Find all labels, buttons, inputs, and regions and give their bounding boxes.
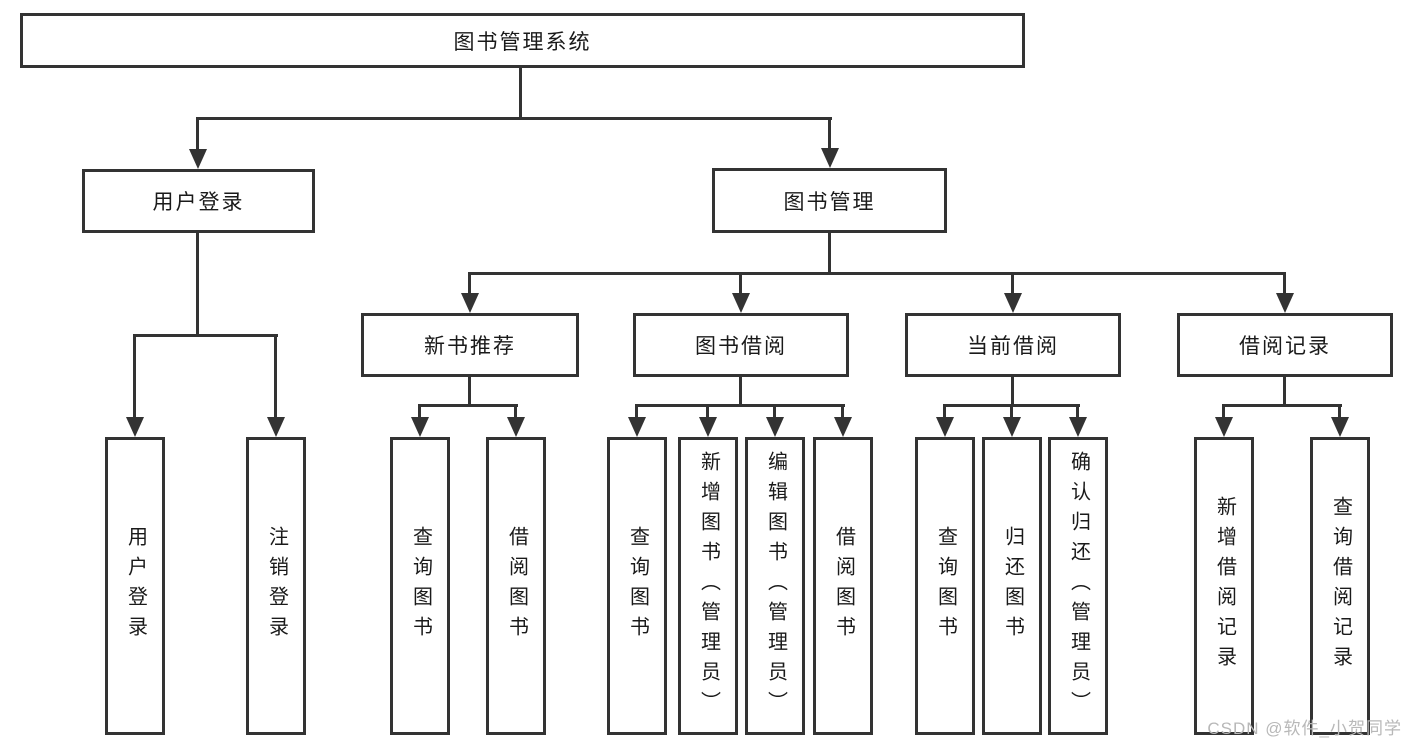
connector-recommend-drop2 — [514, 404, 517, 419]
node-current-borrowing: 当前借阅 — [905, 313, 1121, 377]
connector-records-stem — [1283, 377, 1286, 406]
arrowhead-current-borrowing — [1004, 293, 1022, 313]
connector-current-drop1 — [943, 404, 946, 419]
connector-l3-drop4 — [1283, 272, 1286, 295]
arrowhead-confirm-return-admin — [1069, 417, 1087, 437]
arrowhead-borrow-books-recommend — [507, 417, 525, 437]
connector-l2-drop-left — [196, 117, 199, 151]
connector-recommend-drop1 — [418, 404, 421, 419]
leaf-confirm-return-admin: 确认归还（管理员） — [1048, 437, 1108, 735]
arrowhead-book-borrowing — [732, 293, 750, 313]
connector-recommend-bar — [418, 404, 518, 407]
leaf-query-books-borrowing: 查询图书 — [607, 437, 667, 735]
leaf-add-books-admin: 新增图书（管理员） — [678, 437, 738, 735]
arrowhead-borrow-books — [834, 417, 852, 437]
arrowhead-leaf-user-login — [126, 417, 144, 437]
connector-records-drop1 — [1222, 404, 1225, 419]
leaf-add-borrow-record: 新增借阅记录 — [1194, 437, 1254, 735]
connector-userlogin-stem — [196, 233, 199, 336]
connector-l3-bar — [468, 272, 1286, 275]
node-book-borrowing: 图书借阅 — [633, 313, 849, 377]
leaf-query-books-current: 查询图书 — [915, 437, 975, 735]
arrowhead-book-management — [821, 148, 839, 168]
connector-root-stem — [519, 68, 522, 118]
leaf-logout: 注销登录 — [246, 437, 306, 735]
arrowhead-query-books-current — [936, 417, 954, 437]
connector-borrowing-drop3 — [773, 404, 776, 419]
node-library-system: 图书管理系统 — [20, 13, 1025, 68]
connector-recommend-stem — [468, 377, 471, 406]
leaf-user-login: 用户登录 — [105, 437, 165, 735]
node-new-book-recommend: 新书推荐 — [361, 313, 579, 377]
connector-borrowing-drop1 — [635, 404, 638, 419]
csdn-watermark: CSDN @软件_小贺同学 — [1207, 719, 1402, 738]
connector-l2-drop-right — [828, 117, 831, 150]
node-book-management: 图书管理 — [712, 168, 947, 233]
leaf-edit-books-admin: 编辑图书（管理员） — [745, 437, 805, 735]
connector-current-stem — [1011, 377, 1014, 406]
connector-borrowing-drop4 — [841, 404, 844, 419]
node-borrowing-records: 借阅记录 — [1177, 313, 1393, 377]
arrowhead-return-books — [1003, 417, 1021, 437]
connector-bookmgmt-stem — [828, 233, 831, 274]
arrowhead-query-books-borrowing — [628, 417, 646, 437]
connector-records-drop2 — [1338, 404, 1341, 419]
connector-userlogin-drop2 — [274, 334, 277, 419]
connector-l2-bar — [196, 117, 832, 120]
leaf-return-books: 归还图书 — [982, 437, 1042, 735]
arrowhead-user-login — [189, 149, 207, 169]
connector-l3-drop2 — [739, 272, 742, 295]
leaf-borrow-books-recommend: 借阅图书 — [486, 437, 546, 735]
connector-records-bar — [1222, 404, 1342, 407]
node-user-login: 用户登录 — [82, 169, 315, 233]
arrowhead-add-borrow-record — [1215, 417, 1233, 437]
connector-l3-drop1 — [468, 272, 471, 295]
arrowhead-query-borrow-record — [1331, 417, 1349, 437]
connector-current-drop2 — [1010, 404, 1013, 419]
connector-borrowing-stem — [739, 377, 742, 406]
connector-borrowing-bar — [635, 404, 845, 407]
leaf-query-books-recommend: 查询图书 — [390, 437, 450, 735]
connector-userlogin-bar — [133, 334, 278, 337]
arrowhead-add-books-admin — [699, 417, 717, 437]
arrowhead-leaf-logout — [267, 417, 285, 437]
connector-userlogin-drop1 — [133, 334, 136, 419]
connector-l3-drop3 — [1011, 272, 1014, 295]
connector-borrowing-drop2 — [706, 404, 709, 419]
leaf-query-borrow-record: 查询借阅记录 — [1310, 437, 1370, 735]
arrowhead-edit-books-admin — [766, 417, 784, 437]
arrowhead-new-book-recommend — [461, 293, 479, 313]
arrowhead-borrowing-records — [1276, 293, 1294, 313]
connector-current-drop3 — [1076, 404, 1079, 419]
leaf-borrow-books: 借阅图书 — [813, 437, 873, 735]
arrowhead-query-books-recommend — [411, 417, 429, 437]
